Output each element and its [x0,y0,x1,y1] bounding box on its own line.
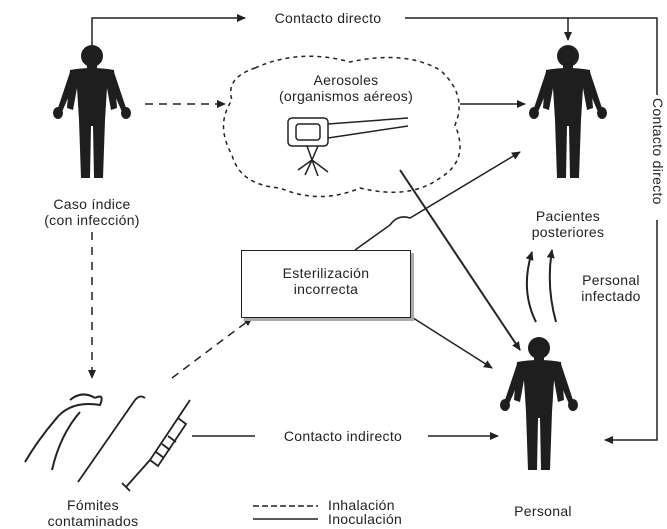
edge-direct-top-right [405,17,572,41]
edge-staff-patients-1 [525,251,537,323]
legend-inoculation-label: Inoculación [328,511,403,527]
edge-aerosol-staff [399,169,521,351]
edge-fomites-sterilization [171,317,253,379]
edge-sterilization-patients [354,151,521,251]
edge-staff-patients-2 [546,249,557,323]
infected-staff-label-line1: Personal [582,272,640,288]
aerosols-label: Aerosoles (organismos aéreos) [262,72,430,104]
later-patients-label-line2: posteriores [531,224,605,240]
index-case-label-line1: Caso índice [53,196,131,212]
sterilization-box: Esterilización incorrecta [241,250,411,318]
edge-direct-right [568,17,658,95]
later-patients-label: Pacientes posteriores [512,208,624,240]
infected-staff-label-line2: infectado [581,288,641,304]
aerosols-label-line1: Aerosoles [313,72,379,88]
edge-direct-right-lower [604,220,658,444]
dental-handpiece-icon [287,117,409,177]
index-case-figure [53,45,131,178]
index-case-label: Caso índice (con infección) [22,196,162,228]
staff-label: Personal [514,503,572,519]
syringe-icon [121,399,191,492]
staff-figure [500,337,578,470]
fomites-label-line2: contaminados [47,513,139,529]
edge-label-indirect: Contacto indirecto [258,428,428,444]
aerosols-label-line2: (organismos aéreos) [278,88,414,104]
later-patients-label-line1: Pacientes [535,208,601,224]
fomites-label-line1: Fómites [67,497,119,513]
edge-direct-top [91,14,246,47]
legend-inhalation-label: Inhalación [328,497,395,513]
edge-label-direct-right: Contacto directo [650,98,666,205]
aerosol-cloud [222,55,461,198]
index-case-label-line2: (con infección) [44,212,140,228]
later-patients-figure [529,45,607,178]
edge-sterilization-staff [409,315,493,369]
fomites-label: Fómites contaminados [18,497,168,529]
dental-probe-icon [77,395,146,483]
forceps-icon [24,393,103,471]
edge-label-direct-top: Contacto directo [252,10,404,26]
sterilization-label-line1: Esterilización [282,265,370,281]
sterilization-label-line2: incorrecta [293,281,359,297]
infected-staff-label: Personal infectado [568,272,654,304]
